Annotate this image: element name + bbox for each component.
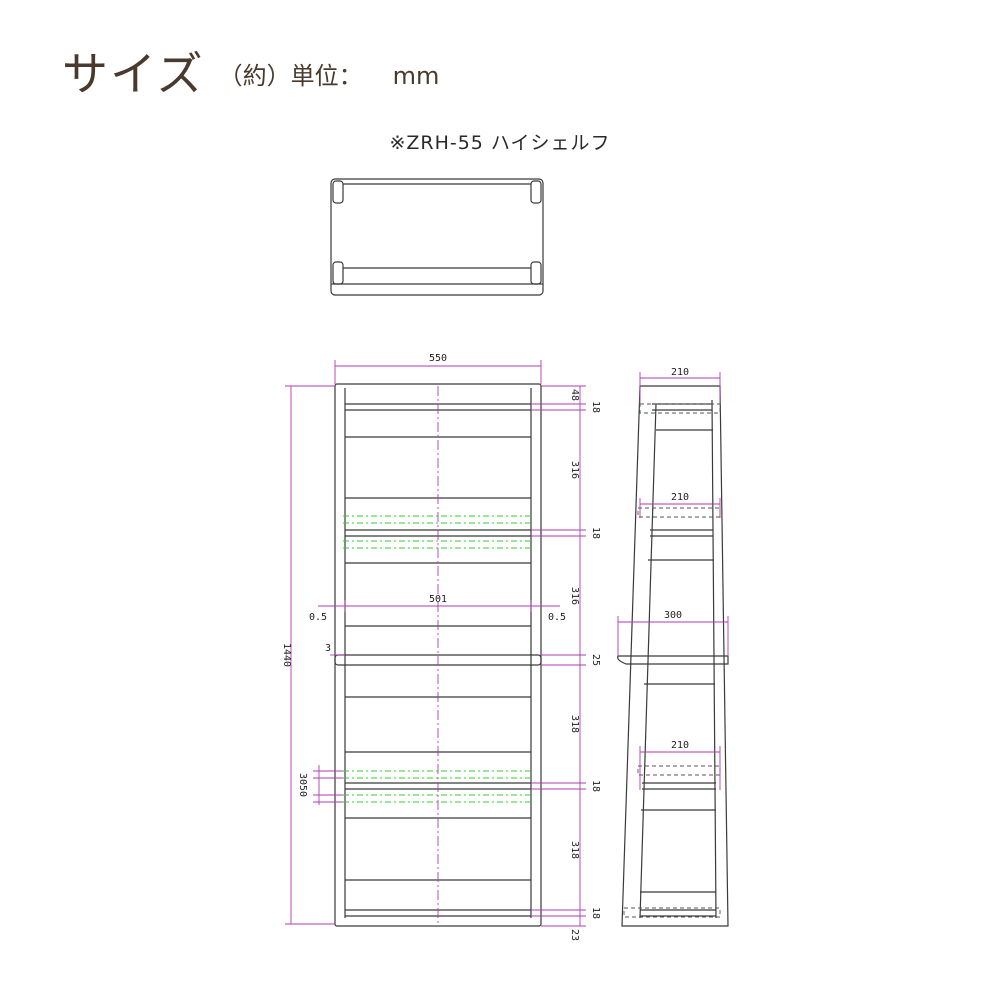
- dim-right-9: 18: [590, 907, 601, 919]
- dim-middle-depth: 300: [664, 610, 682, 621]
- dim-right-7: 18: [590, 780, 601, 792]
- dim-gap-right: 0.5: [548, 612, 566, 623]
- dim-inner-width: 501: [429, 594, 447, 605]
- front-view: 550 501 0.5 0.5 3 1440 3050 48 18 316 18…: [281, 353, 601, 941]
- dim-right-3: 18: [590, 527, 601, 539]
- dim-width: 550: [429, 353, 447, 364]
- model-name: ※ZRH-55 ハイシェルフ: [389, 132, 611, 154]
- dim-right-1: 18: [590, 401, 601, 413]
- dim-lower-shelf-depth: 210: [671, 740, 689, 751]
- dim-pitch: 3050: [297, 773, 308, 797]
- page-title: サイズ （約）単位： mm: [62, 38, 439, 104]
- top-view: [330, 178, 544, 296]
- dim-right-5: 25: [590, 654, 601, 666]
- side-view: 210 210 300 210: [617, 367, 729, 927]
- adjustable-positions: [343, 515, 531, 803]
- dim-upper-shelf-depth: 210: [671, 492, 689, 503]
- dim-top-depth: 210: [671, 367, 689, 378]
- dim-right-6: 318: [569, 715, 580, 733]
- title-main: サイズ: [62, 47, 205, 101]
- front-dimension-lines: [285, 360, 586, 927]
- side-dimension-lines: [617, 372, 729, 790]
- dim-height: 1440: [281, 643, 292, 667]
- dim-right-10: 23: [569, 929, 580, 941]
- dim-right-8: 318: [569, 841, 580, 859]
- dim-right-0: 48: [569, 389, 580, 401]
- dim-right-2: 316: [569, 461, 580, 479]
- dim-inset: 3: [325, 643, 331, 654]
- dim-gap-left: 0.5: [309, 612, 327, 623]
- dim-right-4: 316: [569, 587, 580, 605]
- title-unit: mm: [392, 62, 440, 90]
- title-approx-label: （約）単位：: [218, 62, 363, 90]
